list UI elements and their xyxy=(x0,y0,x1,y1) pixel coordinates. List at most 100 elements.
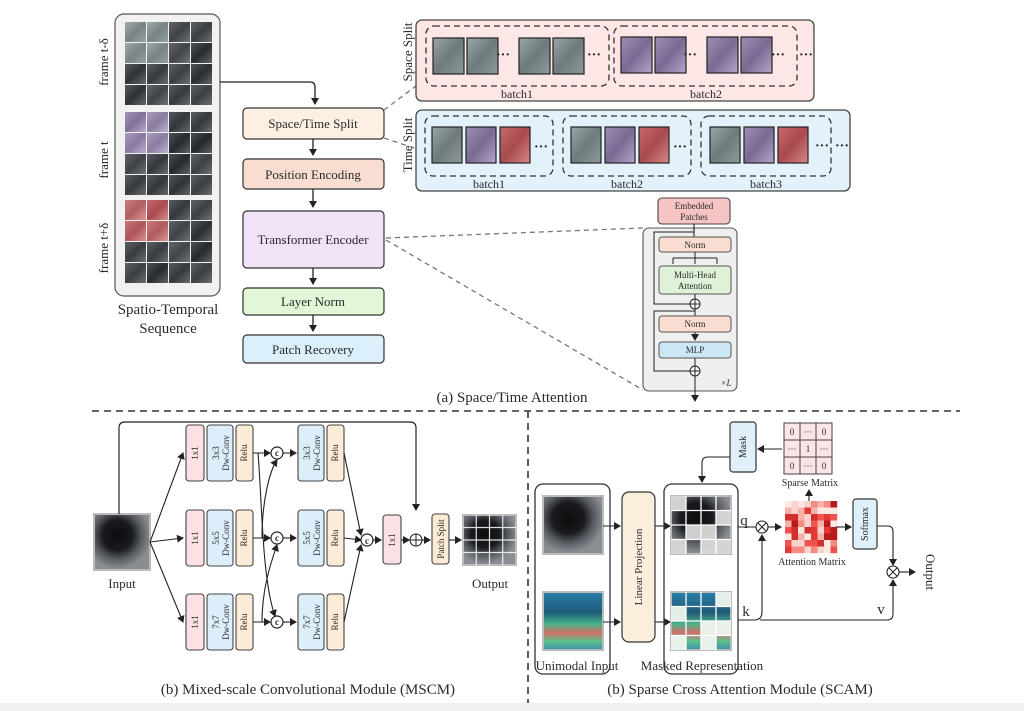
masked-patch xyxy=(686,525,701,540)
dw-conv-box xyxy=(297,509,325,567)
plus-glyph xyxy=(690,299,700,309)
fuse-conv-label: 1x1 xyxy=(387,533,397,547)
time-patch-tile xyxy=(604,126,636,164)
attention-cell xyxy=(811,533,818,541)
attention-cell xyxy=(798,520,805,528)
sequence-patch xyxy=(125,175,146,195)
masked-patch xyxy=(701,539,716,554)
input-branch-arrow xyxy=(149,452,185,543)
sequence-patch xyxy=(191,133,212,153)
k-arrow xyxy=(738,534,766,621)
dw-conv-size-label: 7x7 xyxy=(302,615,312,629)
dw-conv-label: Dw-Conv xyxy=(312,520,322,556)
mask-label: Mask xyxy=(738,436,749,458)
time-split-panel: Time Split ············ batch1 batch2 ba… xyxy=(400,109,851,192)
space-split-panel: Space Split ··············· batch1 batch… xyxy=(400,19,815,102)
unimodal-input-label: Unimodal Input xyxy=(536,658,619,673)
ellipsis: ··· xyxy=(835,139,849,154)
attention-cell xyxy=(817,527,825,534)
ellipsis: ··· xyxy=(815,139,829,154)
attention-cell xyxy=(830,527,838,534)
attention-cell xyxy=(798,507,805,515)
sequence-patch xyxy=(169,263,190,283)
sequence-patch xyxy=(169,85,190,105)
dw-conv-box xyxy=(297,424,325,482)
space-batch1-group xyxy=(425,25,610,87)
attention-cell xyxy=(824,507,831,515)
sequence-patch xyxy=(169,133,190,153)
concat-symbol: c xyxy=(275,448,279,458)
masked-patch xyxy=(671,606,686,621)
space-batch2-label: batch2 xyxy=(690,87,722,101)
pipeline: Space/Time Split Position Encoding Trans… xyxy=(220,81,385,364)
sequence-patch xyxy=(191,154,212,174)
softmax-box xyxy=(852,498,878,550)
space-patch-tile xyxy=(466,37,499,75)
frame-label-t-plus: frame t+δ xyxy=(96,223,111,274)
masked-patch xyxy=(701,635,716,650)
attention-cell xyxy=(830,520,838,528)
space-time-split-label: Space/Time Split xyxy=(268,116,358,131)
skip-connection xyxy=(118,421,420,514)
attention-cell xyxy=(791,546,799,554)
attention-cell xyxy=(791,527,799,534)
masked-patch xyxy=(671,496,686,511)
attention-cell xyxy=(785,520,792,528)
dw-conv-box xyxy=(206,593,234,651)
output-label: Output xyxy=(472,576,509,591)
sequence-patch xyxy=(125,221,146,241)
plus-glyph xyxy=(690,366,700,376)
attention-cell xyxy=(785,546,792,554)
sequence-patch xyxy=(191,64,212,84)
cross-connection xyxy=(261,544,279,623)
space-patch-tile xyxy=(518,37,551,75)
linear-projection-box xyxy=(621,491,656,643)
patch-recovery-box xyxy=(242,334,385,364)
patch-split-box xyxy=(431,513,450,565)
sequence-patch xyxy=(169,64,190,84)
embedded-patches-label-line2: Patches xyxy=(680,212,708,222)
space-patch-tile xyxy=(706,36,739,74)
sequence-patch xyxy=(147,22,168,42)
attention-cell xyxy=(791,540,799,547)
time-batch2-label: batch2 xyxy=(611,177,643,191)
sparse-matrix-value: ··· xyxy=(788,444,797,454)
attention-cell xyxy=(811,527,818,534)
attention-cell xyxy=(811,520,818,528)
attention-cell xyxy=(824,520,831,528)
attention-cell xyxy=(798,540,805,547)
attention-cell xyxy=(817,514,825,521)
ellipsis: ··· xyxy=(587,48,601,63)
conv-1x1-box xyxy=(185,509,205,567)
dw-conv-label: Dw-Conv xyxy=(312,435,322,471)
sequence-patch xyxy=(191,43,212,63)
space-patch-tile xyxy=(654,36,687,74)
plus-glyph xyxy=(410,534,422,546)
frame-label-t: frame t xyxy=(96,141,111,179)
attention-cell xyxy=(824,527,831,534)
sparse-matrix-value: 0 xyxy=(822,427,827,437)
attention-cell xyxy=(804,507,812,515)
attention-cell xyxy=(811,507,818,515)
attention-cell xyxy=(830,533,838,541)
sequence-patch xyxy=(169,154,190,174)
attention-cell xyxy=(804,520,812,528)
attention-cell xyxy=(791,501,799,508)
panel-b-scam-caption: (b) Sparse Cross Attention Module (SCAM) xyxy=(607,682,872,698)
attention-cell xyxy=(824,514,831,521)
sequence-patch xyxy=(125,242,146,262)
attention-cell xyxy=(804,527,812,534)
sequence-patch xyxy=(125,85,146,105)
sequence-patch xyxy=(125,200,146,220)
space-batch2-group xyxy=(613,25,798,87)
sequence-patch xyxy=(147,242,168,262)
attention-cell xyxy=(811,514,818,521)
attention-cell xyxy=(830,501,838,508)
attention-cell xyxy=(817,540,825,547)
time-patch-tile xyxy=(709,126,741,164)
time-patch-tile xyxy=(743,126,775,164)
dw-conv-size-label: 5x5 xyxy=(302,531,312,545)
sequence-patch xyxy=(169,112,190,132)
